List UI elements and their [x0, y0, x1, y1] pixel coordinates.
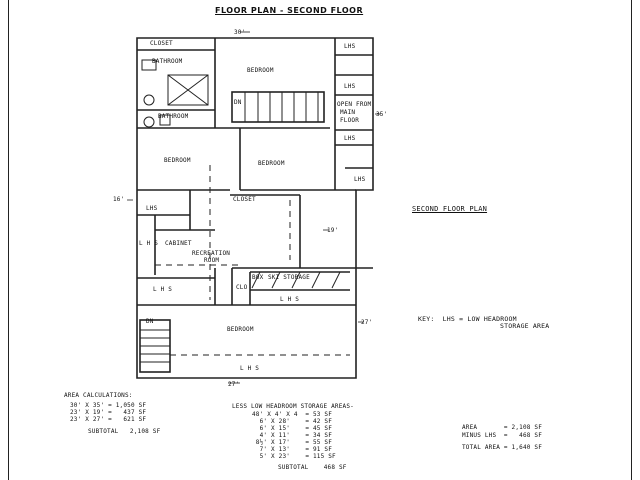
lhs-heading: LESS LOW HEADROOM STORAGE AREAS- [232, 403, 354, 410]
lhs-row: 48' X 4' X 4 = 53 SF [252, 411, 333, 418]
key-text-2: STORAGE AREA [500, 322, 550, 330]
page-title: FLOOR PLAN - SECOND FLOOR [215, 6, 364, 15]
lhs-subtotal: SUBTOTAL 468 SF [278, 464, 347, 471]
lhs-row: 5' X 23' = 115 SF [252, 453, 336, 460]
key-text: KEY: LHS = LOW HEADROOM [418, 315, 517, 323]
lhs-row: 4' X 11' = 34 SF [252, 432, 333, 439]
room-recreation-room: ROOM [204, 257, 220, 264]
label-lhs-7: L H S [280, 296, 300, 303]
total-minus: MINUS LHS = 468 SF [462, 432, 543, 439]
lhs-row: 8½' X 17' = 55 SF [252, 439, 333, 446]
label-lhs-1: LHS [344, 43, 356, 50]
dim-bottom: 27' [228, 381, 240, 388]
label-lhs-8: L H S [240, 365, 260, 372]
dim-left: 16' [113, 196, 125, 203]
page-frame [8, 0, 632, 480]
room-bedroom-w: BEDROOM [164, 157, 191, 164]
plan-label: SECOND FLOOR PLAN [412, 205, 488, 213]
lhs-row: 7' X 13' = 91 SF [252, 446, 333, 453]
outer-wall [136, 37, 374, 379]
label-closet-v: CLO [236, 284, 248, 291]
dim-right-mid: 19' [327, 227, 339, 234]
total-final: TOTAL AREA = 1,640 SF [462, 444, 543, 451]
room-recreation: RECREATION [192, 250, 231, 257]
room-bedroom-ne: BEDROOM [247, 67, 274, 74]
dim-right-upper: 35' [376, 111, 388, 118]
label-main: MAIN [340, 109, 356, 116]
area-calc-subtotal: SUBTOTAL 2,108 SF [88, 428, 161, 435]
label-box: BOX [252, 274, 264, 281]
label-open-from: OPEN FROM [337, 101, 372, 108]
room-closet-2: CLOSET [233, 196, 256, 203]
dim-right-lower: 27' [361, 319, 373, 326]
lhs-row: 6' X 15' = 45 SF [252, 425, 333, 432]
dim-top: 30' [234, 29, 246, 36]
room-closet: CLOSET [150, 40, 173, 47]
label-lhs-9: L H S [139, 240, 159, 247]
room-bedroom-s: BEDROOM [227, 326, 254, 333]
label-lhs-6: L H S [153, 286, 173, 293]
room-cabinet: CABINET [165, 240, 192, 247]
room-bathroom-2: BATHROOM [158, 113, 189, 120]
room-bedroom-c: BEDROOM [258, 160, 285, 167]
area-calc-row: 23' X 19' = 437 SF [70, 409, 147, 416]
label-floor: FLOOR [340, 117, 360, 124]
label-lhs-5: LHS [146, 205, 158, 212]
label-dn-2: DN [146, 318, 154, 325]
area-calc-row: 30' X 35' = 1,050 SF [70, 402, 147, 409]
area-calc-row: 23' X 27' = 621 SF [70, 416, 147, 423]
area-calc-heading: AREA CALCULATIONS: [64, 392, 133, 399]
label-lhs-2: LHS [344, 83, 356, 90]
lhs-row: 6' X 28' = 42 SF [252, 418, 333, 425]
label-ski-storage: SKI STORAGE [268, 274, 310, 281]
label-dn: DN [234, 99, 242, 106]
total-area: AREA = 2,108 SF [462, 424, 543, 431]
label-lhs-4: LHS [354, 176, 366, 183]
label-lhs-3: LHS [344, 135, 356, 142]
room-bathroom-1: BATHROOM [152, 58, 183, 65]
